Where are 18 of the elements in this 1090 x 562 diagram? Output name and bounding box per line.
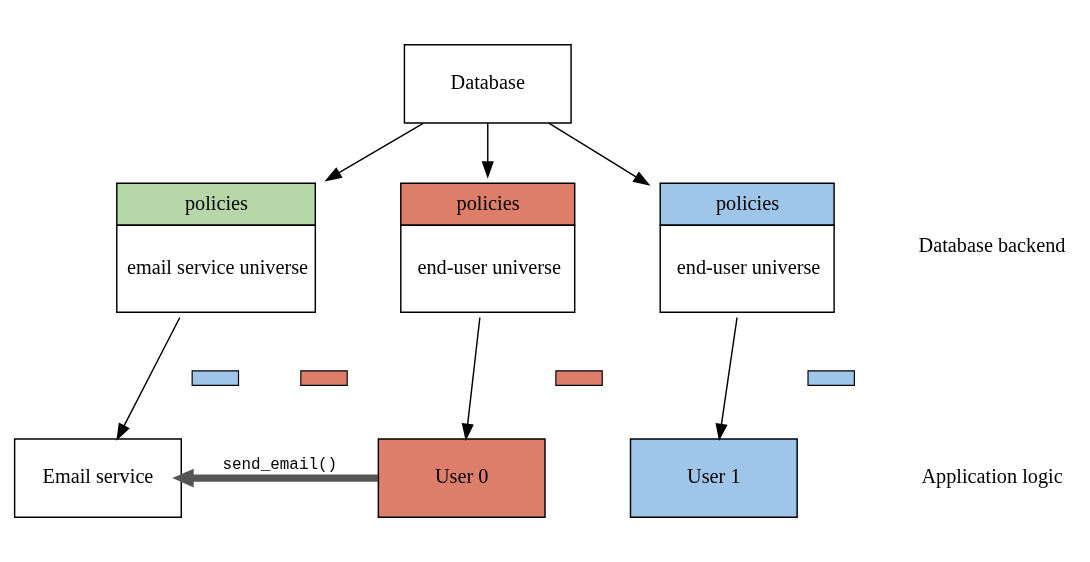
node-box: User 0 (377, 438, 546, 518)
edge-label: send_email() (222, 456, 338, 475)
arrow (461, 316, 481, 442)
node-bar (300, 370, 348, 386)
node-box: Email service (13, 438, 182, 518)
arrow (548, 122, 651, 186)
node-bar (555, 370, 603, 386)
arrow (324, 122, 424, 182)
arrow (172, 468, 378, 488)
arrow (715, 316, 738, 442)
node-box: Database (403, 44, 572, 124)
label: Database backend (918, 234, 1066, 257)
node-bar (191, 370, 240, 386)
node-box: User 1 (629, 438, 798, 518)
arrow (116, 316, 181, 441)
node-bar (807, 370, 855, 386)
arrow (481, 122, 494, 179)
label: Application logic (921, 465, 1063, 488)
